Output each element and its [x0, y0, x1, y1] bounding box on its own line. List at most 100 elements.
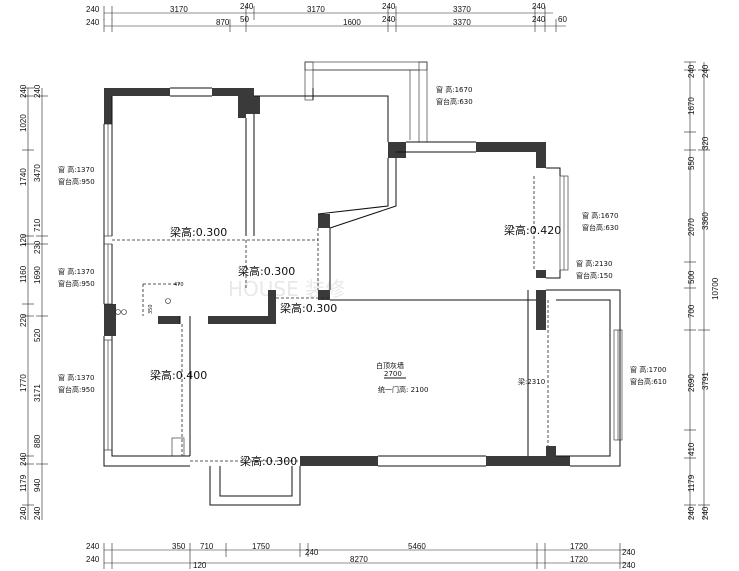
window-1-sill: 窗台高:630: [436, 97, 473, 106]
beam-label-4: 梁高:0.420: [504, 223, 561, 237]
dim-right-2b: 320: [701, 136, 710, 150]
dim-bottom-1d: 1750: [252, 542, 270, 551]
beam-label-6: 梁高:0.300: [240, 454, 297, 468]
dim-bottom-1e: 240: [305, 548, 319, 557]
ceiling-note: 白顶灰墙: [376, 361, 404, 370]
dim-right-1d: 2070: [687, 218, 696, 236]
window-2-sill: 窗台高:950: [58, 177, 95, 186]
dim-bottom-1b: 350: [172, 542, 186, 551]
left-dimension-col-1: 240 1020 1740 120 1160 220 1770 240 1179…: [19, 84, 34, 520]
window-7-sill: 窗台高:610: [630, 377, 667, 386]
dim-top-2f: 3370: [453, 18, 471, 27]
door-height-note: 统一门高: 2100: [378, 385, 428, 394]
dim-bottom-1h: 240: [622, 548, 636, 557]
dim-right-2c: 3360: [701, 212, 710, 230]
dim-right-2a: 240: [701, 64, 710, 78]
dim-right-2e: 240: [701, 506, 710, 520]
dim-left-1g: 1770: [19, 374, 28, 392]
dim-left-1i: 1179: [19, 474, 28, 492]
dim-right-1c: 550: [687, 156, 696, 170]
dim-bottom-1a: 240: [86, 542, 100, 551]
right-dimension-col-1: 240 1670 550 2070 500 700 2690 410 1179 …: [684, 61, 696, 520]
dim-right-1e: 500: [687, 270, 696, 284]
dim-top-1b: 3170: [170, 5, 188, 14]
dim-bottom-2c: 8270: [350, 555, 368, 564]
dim-right-1g: 2690: [687, 374, 696, 392]
dim-right-1j: 240: [687, 506, 696, 520]
window-7-height: 窗 高:1700: [630, 365, 666, 374]
dim-left-1d: 120: [19, 233, 28, 247]
window-4-sill: 窗台高:150: [576, 271, 613, 280]
dim-right-1f: 700: [687, 304, 696, 318]
top-dimension-row-1: 240 3170 240 3170 240 3370 240: [86, 2, 553, 20]
dim-bottom-2a: 240: [86, 555, 100, 564]
dim-top-2h: 60: [558, 15, 567, 24]
dim-left-1b: 1020: [19, 114, 28, 132]
fixtures: [115, 298, 406, 457]
dim-left-2c: 710: [33, 218, 42, 232]
window-3-height: 窗 高:1670: [582, 211, 618, 220]
walls: [104, 61, 570, 466]
dim-left-1e: 1160: [19, 265, 28, 283]
bottom-dimension-row-2: 240 120 8270 1720 240: [86, 555, 636, 570]
dim-left-2g: 3171: [33, 384, 42, 402]
dim-left-1c: 1740: [19, 168, 28, 186]
dim-left-2a: 240: [33, 84, 42, 98]
dim-top-1a: 240: [86, 5, 100, 14]
beam-dashed-lines: [112, 176, 549, 462]
dim-top-2b: 870: [216, 18, 230, 27]
dim-bottom-2e: 240: [622, 561, 636, 570]
dim-top-2g: 240: [532, 15, 546, 24]
window-5-sill: 窗台高:950: [58, 279, 95, 288]
beam-label-1: 梁高:0.300: [170, 225, 227, 239]
beam-label-3: 梁高:0.300: [280, 301, 337, 315]
dim-top-1d: 3170: [307, 5, 325, 14]
dim-right-1b: 1670: [687, 97, 696, 115]
dim-top-2c: 50: [240, 15, 249, 24]
window-3-sill: 窗台高:630: [582, 223, 619, 232]
dim-left-1j: 240: [19, 506, 28, 520]
dim-top-2d: 1600: [343, 18, 361, 27]
dim-left-2f: 520: [33, 328, 42, 342]
top-dimension-row-2: 240 870 50 1600 240 3370 240 60: [86, 15, 567, 32]
dim-left-2b: 3470: [33, 164, 42, 182]
window-2-height: 窗 高:1370: [58, 165, 94, 174]
window-4-height: 窗 高:2130: [576, 259, 612, 268]
dim-top-1g: 240: [532, 2, 546, 11]
dim-right-1a: 240: [687, 64, 696, 78]
dim-left-2i: 940: [33, 478, 42, 492]
dim-bottom-1c: 710: [200, 542, 214, 551]
dim-left-2j: 240: [33, 506, 42, 520]
left-dimension-col-2: 240 3470 710 230 1690 520 3171 880 940 2…: [33, 84, 48, 520]
dim-right-2d: 3791: [701, 372, 710, 390]
dim-top-1f: 3370: [453, 5, 471, 14]
dim-top-2e: 240: [382, 15, 396, 24]
dim-top-1e: 240: [382, 2, 396, 11]
window-6-sill: 窗台高:950: [58, 385, 95, 394]
small-dim-350: 350: [148, 304, 154, 314]
window-6-height: 窗 高:1370: [58, 373, 94, 382]
beam-label-5: 梁高:0.400: [150, 368, 207, 382]
dim-bottom-1f: 5460: [408, 542, 426, 551]
windows-graphics: [103, 69, 623, 451]
dim-top-1c: 240: [240, 2, 254, 11]
dim-bottom-2d: 1720: [570, 555, 588, 564]
dim-bottom-2b: 120: [193, 561, 207, 570]
dim-left-2e: 1690: [33, 266, 42, 284]
dim-right-total: 10700: [711, 277, 720, 300]
dim-right-1h: 410: [687, 442, 696, 456]
small-dim-470: 470: [174, 282, 184, 288]
dim-left-1f: 220: [19, 313, 28, 327]
dim-left-2d: 230: [33, 240, 42, 254]
window-1-height: 窗 高:1670: [436, 85, 472, 94]
beam-2310-label: 梁:2310: [518, 377, 545, 386]
dim-left-2h: 880: [33, 434, 42, 448]
beam-label-2: 梁高:0.300: [238, 264, 295, 278]
dim-right-1i: 1179: [687, 474, 696, 492]
bottom-dimension-row-1: 240 350 710 1750 240 5460 1720 240: [86, 542, 636, 557]
right-dimension-col-2: 240 320 3360 10700 3791 240: [698, 62, 720, 520]
dim-top-2a: 240: [86, 18, 100, 27]
dim-left-1a: 240: [19, 84, 28, 98]
ceiling-height: 2700: [384, 370, 402, 378]
